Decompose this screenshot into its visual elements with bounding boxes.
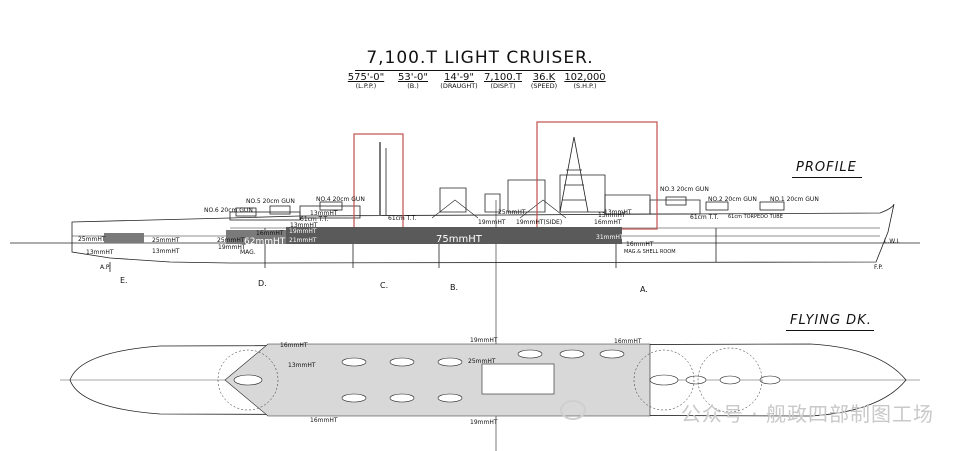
fd-armor-5: 25mmHT [468,358,496,365]
wechat-icon [560,400,586,420]
turret-2 [705,201,729,211]
station-a: A. [640,285,648,294]
spec-value: 102,000 [564,72,606,83]
profile-label: PROFILE [796,160,857,175]
gun-label-5: NO.5 20cm GUN [246,198,295,205]
turret-6 [235,207,257,217]
station-b: B. [450,283,459,292]
hull-outline [71,203,895,264]
foremast [559,136,589,213]
station-c: C. [380,281,389,290]
flying-deck-label-rule [786,330,874,331]
armor-deck-side: 19mmHT(SIDE) [516,219,563,226]
title-underline [355,70,601,71]
armor-stern-25b: 25mmHT [152,237,180,244]
spec-unit: (DISP.T) [490,82,516,90]
fd-armor-1: 16mmHT [280,342,308,349]
armor-belt-aft-label: 62mmHT [244,237,286,247]
gun-label-3: NO.3 20cm GUN [660,186,709,193]
spec-unit: (B.) [407,82,419,90]
armor-fwd-31: 31mmHT [596,234,624,241]
spec-value: 53'-0" [397,72,429,83]
armor-aft-19: 19mmHT [218,244,246,251]
mag-label: MAG. [240,249,256,256]
armor-deck-25: 25mmHT [498,209,526,216]
torpedo-aft-label: 61cm T.T. [300,216,329,223]
watermark-text: 公众号 · 舰政四部制图工场 [680,402,934,426]
armor-fwd-13: 13mmHT [598,212,626,219]
spec-value: 36.K [532,72,556,83]
torpedo-fwd-label: 61cm T.T. [690,214,719,221]
torpedo-tube-label: 61cm TORPEDO TUBE [728,214,783,220]
spec-value: 575'-0" [347,72,385,83]
spec-draught: 14'-9" (DRAUGHT) [429,72,489,90]
fp-label: F.P. [874,264,883,271]
aft-funnel-base [439,187,467,213]
drawing-title: 7,100.T LIGHT CRUISER. [366,48,594,68]
armor-deck-mid: 19mmHT [478,219,506,226]
gun-label-1: NO.1 20cm GUN [770,196,819,203]
mag-shell-label: MAG.& SHELL ROOM [624,249,676,255]
turret-5 [269,205,291,215]
spec-unit: (SPEED) [530,82,558,90]
lwl-label: L.W.L [884,238,900,245]
gun-label-4: NO.4 20cm GUN [316,196,365,203]
spec-value: 14'-9" [443,72,475,83]
armor-deck-fwd: 16mmHT [594,219,622,226]
gun-label-2: NO.2 20cm GUN [708,196,757,203]
spec-unit: (DRAUGHT) [440,82,478,90]
spec-shp: 102,000 (S.H.P.) [555,72,615,90]
funnel [507,179,546,213]
aft-armor-belt [226,230,286,244]
highlight-box-fwd [536,121,658,230]
station-e: E. [120,276,128,285]
armor-aft-16: 16mmHT [256,230,284,237]
profile-label-rule [792,177,862,178]
spec-displacement: 7,100.T (DISP.T) [473,72,533,90]
armor-top-13: 13mmHT [310,210,338,217]
spec-unit: (S.H.P.) [573,82,597,90]
fd-armor-2: 13mmHT [288,362,316,369]
ap-label: A.P. [100,264,111,271]
catapult-deck [481,363,555,395]
spec-lpp: 575'-0" (L.P.P.) [336,72,396,90]
armor-aft-25: 25mmHT [217,237,245,244]
torpedo-mid-label: 61cm T.T. [388,215,417,222]
armor-stern-13a: 13mmHT [86,249,114,256]
armor-stern-13b: 13mmHT [152,248,180,255]
fd-armor-6: 16mmHT [310,417,338,424]
boat [233,374,263,386]
armor-ne-13: 13mmHT [290,222,318,229]
spec-value: 7,100.T [484,72,522,83]
armor-top-13b: 13mmHT [604,209,632,216]
armor-ne-21: 21mmHT [289,237,317,244]
armor-stern-25a: 25mmHT [78,236,106,243]
spec-beam: 53'-0" (B.) [383,72,443,90]
flying-deck-area [224,343,651,417]
gun-label-6: NO.6 20cm GUN [204,207,253,214]
turret-1 [759,201,785,211]
turret-3 [665,196,687,206]
fd-armor-4: 16mmHT [614,338,642,345]
flying-deck-label: FLYING DK. [790,313,872,328]
main-armor-belt [286,227,622,244]
steering-armor [104,233,144,243]
armor-fwd-16: 16mmHT [626,241,654,248]
fd-armor-3: 19mmHT [470,337,498,344]
armor-belt-main-label: 75mmHT [436,234,482,245]
turret-4 [319,201,343,211]
armor-ne-19: 19mmHT [289,228,317,235]
spec-speed: 36.K (SPEED) [514,72,574,90]
spec-unit: (L.P.P.) [355,82,377,90]
station-d: D. [258,279,267,288]
fd-armor-7: 19mmHT [470,419,498,426]
